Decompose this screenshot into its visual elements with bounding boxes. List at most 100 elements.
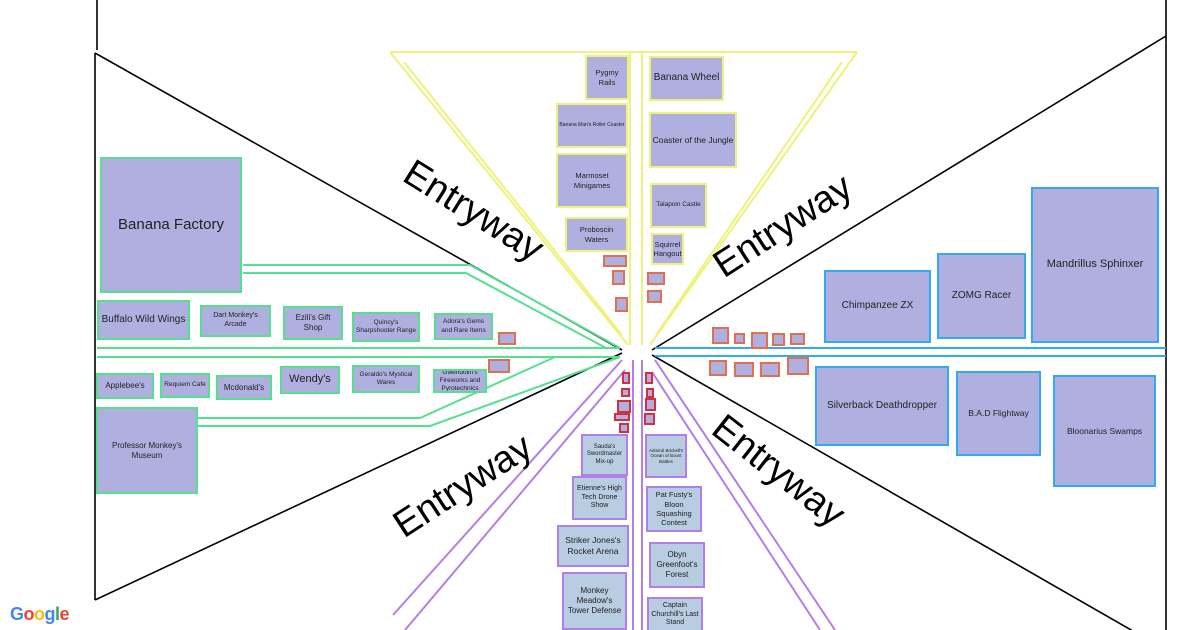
blue-attraction[interactable]: ZOMG Racer: [937, 253, 1026, 339]
stall-marker[interactable]: [488, 359, 510, 373]
blue-attraction[interactable]: Chimpanzee ZX: [824, 270, 931, 343]
yellow-attraction[interactable]: Pygmy Rails: [585, 55, 629, 100]
purple-attraction[interactable]: Pat Fusty's Bloon Squashing Contest: [646, 486, 702, 532]
attraction-label: Squirrel Hangout: [653, 239, 682, 258]
blue-attraction[interactable]: Silverback Deathdropper: [815, 366, 949, 446]
stall-marker[interactable]: [646, 388, 654, 398]
green-attraction[interactable]: Ezili's Gift Shop: [283, 306, 343, 340]
attraction-label: Banana Man's Roller Coaster: [559, 122, 625, 129]
stall-marker[interactable]: [751, 332, 768, 349]
green-attraction[interactable]: Adora's Gems and Rare Items: [434, 313, 493, 340]
purple-paths: [392, 359, 836, 630]
attraction-label: Sauda's Swordmaster Mix-up: [586, 443, 623, 465]
green-attraction[interactable]: Banana Factory: [100, 157, 242, 293]
green-attraction[interactable]: Buffalo Wild Wings: [97, 300, 190, 340]
attraction-label: Obyn Greenfoot's Forest: [656, 550, 698, 579]
blue-attraction[interactable]: Bloonarius Swamps: [1053, 375, 1156, 487]
stall-marker[interactable]: [790, 333, 805, 345]
attraction-label: Etienne's High Tech Drone Show: [577, 484, 622, 510]
attraction-label: Ezili's Gift Shop: [295, 313, 331, 332]
attraction-label: B.A.D Flightway: [968, 408, 1029, 419]
purple-attraction[interactable]: Etienne's High Tech Drone Show: [572, 476, 627, 520]
yellow-paths: [389, 51, 858, 346]
yellow-attraction[interactable]: Talapoin Castle: [650, 183, 707, 228]
stall-marker[interactable]: [787, 357, 809, 375]
green-attraction[interactable]: Gwendolin's Fireworks and Pyrotechnics: [433, 369, 487, 393]
green-attraction[interactable]: Mcdonald's: [216, 375, 272, 400]
attraction-label: Monkey Meadow's Tower Defense: [567, 586, 622, 615]
attraction-label: Coaster of the Jungle: [652, 134, 734, 145]
stall-marker[interactable]: [498, 332, 516, 345]
attraction-label: Buffalo Wild Wings: [101, 313, 186, 325]
stall-marker[interactable]: [734, 333, 745, 344]
stall-marker[interactable]: [617, 400, 631, 413]
yellow-attraction[interactable]: Banana Wheel: [649, 56, 724, 101]
stall-marker[interactable]: [645, 398, 656, 411]
blue-attraction[interactable]: Mandrillus Sphinxer: [1031, 187, 1159, 343]
blue-attraction[interactable]: B.A.D Flightway: [956, 371, 1041, 456]
stall-marker[interactable]: [712, 327, 729, 344]
attraction-label: Talapoin Castle: [656, 201, 701, 209]
attraction-label: Mcdonald's: [223, 382, 265, 392]
attraction-label: Banana Wheel: [653, 72, 720, 84]
stall-marker[interactable]: [734, 362, 754, 377]
stall-marker[interactable]: [647, 290, 662, 303]
green-attraction[interactable]: Geraldo's Mystical Wares: [352, 365, 420, 393]
attraction-label: Captain Churchill's Last Stand: [651, 601, 699, 627]
stall-marker[interactable]: [647, 272, 665, 285]
attraction-label: Proboscin Waters: [579, 225, 614, 244]
attraction-label: ZOMG Racer: [951, 289, 1012, 301]
attraction-label: Mandrillus Sphinxer: [1046, 258, 1144, 271]
attraction-label: Bloonarius Swamps: [1066, 425, 1143, 436]
yellow-attraction[interactable]: Proboscin Waters: [565, 217, 628, 252]
attraction-label: Pat Fusty's Bloon Squashing Contest: [655, 490, 693, 528]
stall-marker[interactable]: [622, 372, 630, 384]
stall-marker[interactable]: [621, 388, 630, 397]
green-attraction[interactable]: Wendy's: [280, 366, 340, 394]
stall-marker[interactable]: [772, 333, 785, 346]
attraction-label: Banana Factory: [118, 215, 224, 233]
stall-marker[interactable]: [612, 270, 625, 285]
green-attraction[interactable]: Applebee's: [96, 373, 154, 399]
stall-marker[interactable]: [614, 413, 630, 421]
yellow-attraction[interactable]: Coaster of the Jungle: [649, 112, 737, 168]
attraction-label: Adora's Gems and Rare Items: [441, 318, 486, 334]
purple-attraction[interactable]: Monkey Meadow's Tower Defense: [562, 572, 627, 630]
yellow-attraction[interactable]: Marmoset Minigames: [556, 153, 628, 208]
attraction-label: Quincy's Sharpshooter Range: [356, 318, 416, 334]
purple-attraction[interactable]: Obyn Greenfoot's Forest: [649, 542, 705, 588]
attraction-label: Professor Monkey's Museum: [112, 440, 182, 460]
purple-attraction[interactable]: Admiral Brickell's Ocean of Boost Battle…: [645, 434, 687, 478]
stall-marker[interactable]: [615, 297, 628, 312]
purple-attraction[interactable]: Sauda's Swordmaster Mix-up: [581, 434, 628, 476]
stall-marker[interactable]: [619, 423, 629, 433]
stall-marker[interactable]: [603, 255, 627, 267]
google-logo: Google: [10, 604, 70, 624]
stall-marker[interactable]: [709, 360, 727, 376]
attraction-label: Gwendolin's Fireworks and Pyrotechnics: [439, 369, 481, 393]
attraction-label: Requiem Cafe: [164, 381, 206, 389]
green-paths: [97, 264, 621, 427]
attraction-label: Pygmy Rails: [595, 68, 619, 87]
yellow-attraction[interactable]: Banana Man's Roller Coaster: [556, 103, 628, 148]
purple-attraction[interactable]: Captain Churchill's Last Stand: [647, 597, 703, 630]
blue-paths: [655, 347, 1166, 357]
green-attraction[interactable]: Dart Monkey's Arcade: [200, 305, 271, 337]
attraction-label: Wendy's: [289, 373, 331, 386]
yellow-attraction[interactable]: Squirrel Hangout: [651, 233, 684, 265]
stall-marker[interactable]: [644, 413, 655, 425]
stall-marker[interactable]: [645, 372, 653, 384]
attraction-label: Striker Jones's Rocket Arena: [565, 535, 621, 556]
green-attraction[interactable]: Professor Monkey's Museum: [96, 407, 198, 494]
attraction-label: Silverback Deathdropper: [826, 399, 938, 411]
purple-attraction[interactable]: Striker Jones's Rocket Arena: [557, 525, 629, 567]
stall-marker[interactable]: [760, 362, 780, 377]
attraction-label: Applebee's: [105, 381, 145, 390]
green-attraction[interactable]: Requiem Cafe: [160, 373, 210, 398]
attraction-label: Chimpanzee ZX: [841, 300, 914, 312]
attraction-label: Dart Monkey's Arcade: [213, 312, 258, 328]
green-attraction[interactable]: Quincy's Sharpshooter Range: [352, 312, 420, 342]
attraction-label: Geraldo's Mystical Wares: [359, 370, 413, 386]
